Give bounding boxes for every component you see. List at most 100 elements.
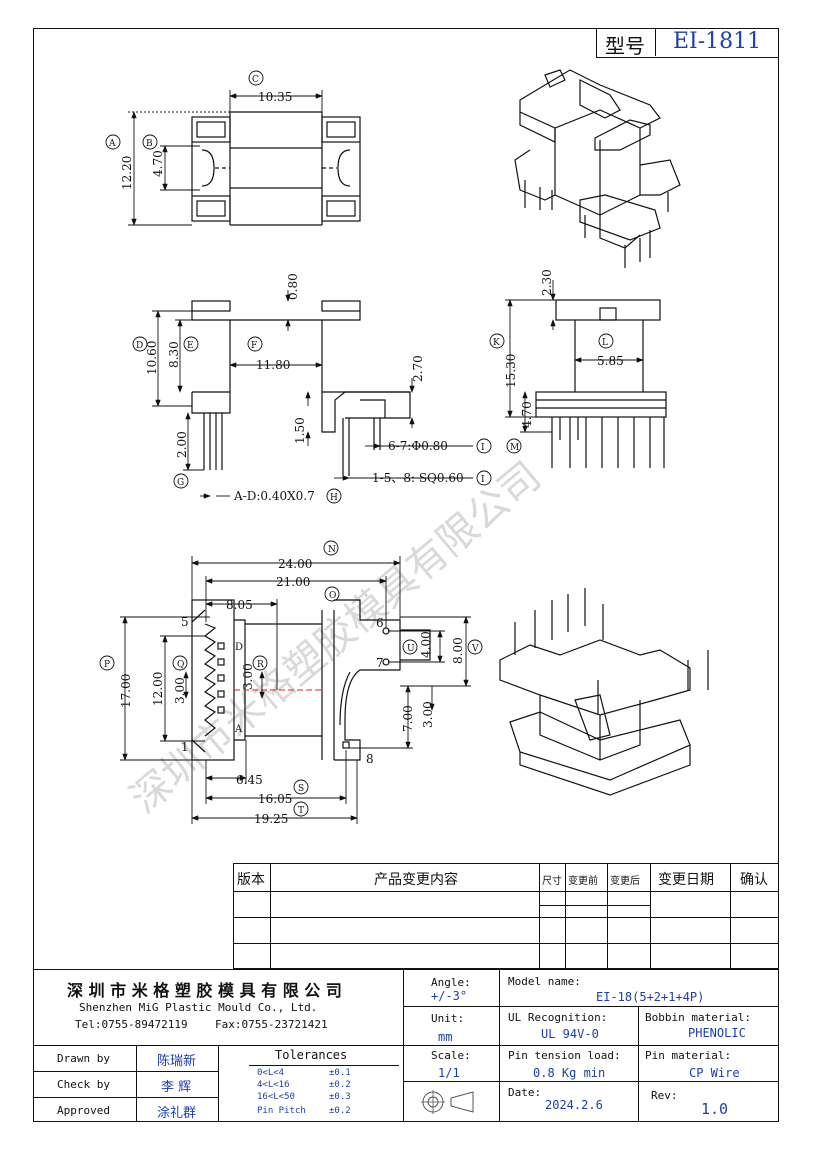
model-value: EI-1811 xyxy=(673,29,762,54)
dim-m: 4.70 xyxy=(520,401,534,428)
ul-label: UL Recognition: xyxy=(508,1011,608,1024)
dim-pinAD: A-D:0.40X0.7 xyxy=(233,489,315,503)
rev-header-after: 变更后 xyxy=(610,876,640,887)
side-view xyxy=(535,299,667,468)
model-tag: 型号 EI-1811 xyxy=(596,28,779,58)
unit-label: Unit: xyxy=(431,1012,465,1025)
dim-e: 8.30 xyxy=(167,341,181,368)
drawing-sheet xyxy=(33,28,779,1122)
bottom-view xyxy=(191,599,431,761)
tolerances-title: Tolerances xyxy=(275,1048,348,1062)
side-view-dimensions xyxy=(489,280,644,454)
callout-c: C xyxy=(252,75,259,85)
tolerance-value-2: ±0.2 xyxy=(329,1080,351,1090)
dim-q: 12.00 xyxy=(151,672,165,706)
model-name-value: EI-18(5+2+1+4P) xyxy=(596,990,705,1004)
tolerance-range-3: 16<L<50 xyxy=(257,1092,295,1102)
pin-6: 6 xyxy=(376,616,384,630)
unit-value: mm xyxy=(438,1030,453,1044)
dim-p: 17.00 xyxy=(119,674,133,708)
callout-a: A xyxy=(108,139,116,149)
rev-header-content: 产品变更内容 xyxy=(374,872,458,888)
dim-s7: 7.00 xyxy=(401,705,415,732)
tolerance-range-1: 0<L<4 xyxy=(257,1068,285,1078)
rev-header-before: 变更前 xyxy=(568,876,598,887)
dim-l: 5.85 xyxy=(597,354,624,368)
pin-5: 5 xyxy=(181,615,189,629)
dim-v: 8.00 xyxy=(451,637,465,664)
approved-value: 涂礼群 xyxy=(157,1106,197,1121)
tolerance-range-4: Pin Pitch xyxy=(257,1106,306,1116)
rev-header-date: 变更日期 xyxy=(658,872,714,888)
top-view-dimensions xyxy=(105,70,323,226)
company-name-en: Shenzhen MiG Plastic Mould Co., Ltd. xyxy=(79,1001,318,1014)
tolerance-value-4: ±0.2 xyxy=(329,1106,351,1116)
dimension-labels: 10.35 12.20 4.70 C A B 0.80 10.60 8.30 1… xyxy=(104,75,624,826)
pin-a: A xyxy=(234,724,243,735)
callout-e: E xyxy=(187,341,194,351)
check-by-label: Check by xyxy=(57,1078,110,1091)
title-block: 深 圳 市 米 格 塑 胶 模 具 有 限 公 司 Shenzhen MiG P… xyxy=(33,969,779,1122)
model-tag-divider xyxy=(655,28,656,56)
drawn-by-value: 陈瑞新 xyxy=(157,1054,197,1069)
dim-front-top: 0.80 xyxy=(286,273,300,300)
company-tel: Tel:0755-89472119 xyxy=(75,1018,188,1031)
approved-label: Approved xyxy=(57,1104,110,1117)
check-by-value: 李 辉 xyxy=(161,1080,192,1095)
callout-g: G xyxy=(177,478,184,488)
dim-21: 21.00 xyxy=(276,575,310,589)
pin-material-value: CP Wire xyxy=(689,1066,740,1080)
dim-u: 4.00 xyxy=(419,631,433,658)
dim-pin: 2.00 xyxy=(175,431,189,458)
front-view xyxy=(191,300,411,476)
dim-t: 19.25 xyxy=(254,812,288,826)
dim-a: 12.20 xyxy=(120,156,134,190)
date-value: 2024.2.6 xyxy=(545,1098,603,1112)
callout-t: T xyxy=(298,806,304,816)
dim-k: 15.30 xyxy=(504,354,518,388)
pin-1: 1 xyxy=(181,740,189,754)
dim-h27: 2.70 xyxy=(411,355,425,382)
dim-n: 24.00 xyxy=(278,557,312,571)
bobbin-value: PHENOLIC xyxy=(688,1026,746,1040)
dim-805: 8.05 xyxy=(226,598,253,612)
company-fax: Fax:0755-23721421 xyxy=(215,1018,328,1031)
bobbin-label: Bobbin material: xyxy=(645,1011,751,1024)
revision-table: 版本 产品变更内容 尺寸 变更前 变更后 变更日期 确认 xyxy=(233,863,779,969)
bottom-view-dimensions xyxy=(99,540,483,824)
rev-header-version: 版本 xyxy=(237,872,265,888)
model-name-label: Model name: xyxy=(508,975,581,988)
dim-s3: 3.00 xyxy=(421,701,435,728)
callout-h: H xyxy=(330,493,338,503)
callout-r: R xyxy=(257,660,264,670)
rev-header-confirm: 确认 xyxy=(740,872,768,888)
dim-h15: 1.50 xyxy=(293,417,307,444)
tolerance-value-1: ±0.1 xyxy=(329,1068,351,1078)
tolerance-range-2: 4<L<16 xyxy=(257,1080,290,1090)
dim-b: 4.70 xyxy=(151,150,165,177)
angle-label: Angle: xyxy=(431,976,471,989)
callout-b: B xyxy=(146,139,153,149)
projection-symbol-icon xyxy=(421,1090,474,1114)
drawn-by-label: Drawn by xyxy=(57,1052,110,1065)
scale-value: 1/1 xyxy=(438,1066,460,1080)
pin-7: 7 xyxy=(376,656,384,670)
tension-value: 0.8 Kg min xyxy=(533,1066,606,1080)
callout-n: N xyxy=(328,545,336,555)
tension-label: Pin tension load: xyxy=(508,1049,621,1062)
tolerance-value-3: ±0.3 xyxy=(329,1092,351,1102)
watermark: 深圳市米格塑胶模具有限公司 xyxy=(122,453,550,822)
callout-v: V xyxy=(471,644,479,654)
dim-pin15: 1-5、8: SQ0.60 xyxy=(372,471,464,485)
date-label: Date: xyxy=(508,1086,542,1099)
rev-value: 1.0 xyxy=(701,1100,729,1118)
dim-r: 3.00 xyxy=(241,663,255,690)
callout-q: Q xyxy=(177,660,184,670)
callout-i2: I xyxy=(481,475,485,485)
angle-value: +/-3° xyxy=(431,989,468,1003)
callout-o: O xyxy=(329,591,336,601)
isometric-view-bottom xyxy=(499,588,709,796)
company-name-cn: 深 圳 市 米 格 塑 胶 模 具 有 限 公 司 xyxy=(67,981,342,1000)
rev-header-size: 尺寸 xyxy=(542,876,562,887)
pin-d: D xyxy=(235,642,243,653)
